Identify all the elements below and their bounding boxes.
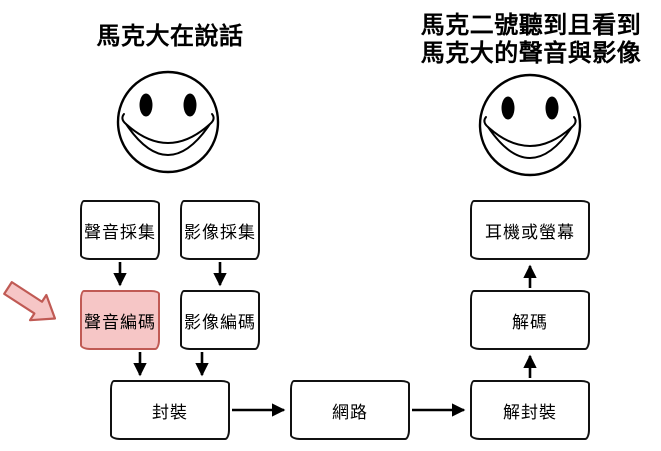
smile-tick-right xyxy=(209,113,215,125)
smile-tick-left xyxy=(483,116,489,128)
node-network: 網路 xyxy=(290,380,410,440)
smile-tick-right xyxy=(571,116,577,128)
listener-title-line1: 馬克二號聽到且看到 xyxy=(420,12,642,39)
node-depackage: 解封裝 xyxy=(470,380,590,440)
face-circle xyxy=(478,73,582,177)
smile-tick-left xyxy=(121,113,127,125)
listener-title: 馬克二號聽到且看到 馬克大的聲音與影像 xyxy=(405,12,657,68)
right-eye xyxy=(183,93,197,117)
speaker-smiley-icon xyxy=(116,70,220,174)
pink-highlight-arrow-icon xyxy=(3,281,57,322)
node-audio-capture: 聲音採集 xyxy=(80,200,160,260)
left-eye xyxy=(139,93,153,117)
listener-smiley-icon xyxy=(478,73,582,177)
node-headphone-or-screen: 耳機或螢幕 xyxy=(470,200,590,260)
face-circle xyxy=(116,70,220,174)
right-eye xyxy=(545,96,559,120)
node-video-encode: 影像編碼 xyxy=(180,290,260,350)
left-eye xyxy=(501,96,515,120)
node-decode: 解碼 xyxy=(470,290,590,350)
speaker-title: 馬克大在說話 xyxy=(96,23,244,50)
node-package: 封裝 xyxy=(110,380,230,440)
node-audio-encode-highlighted: 聲音編碼 xyxy=(80,290,160,350)
listener-title-line2: 馬克大的聲音與影像 xyxy=(420,40,642,67)
node-video-capture: 影像採集 xyxy=(180,200,260,260)
